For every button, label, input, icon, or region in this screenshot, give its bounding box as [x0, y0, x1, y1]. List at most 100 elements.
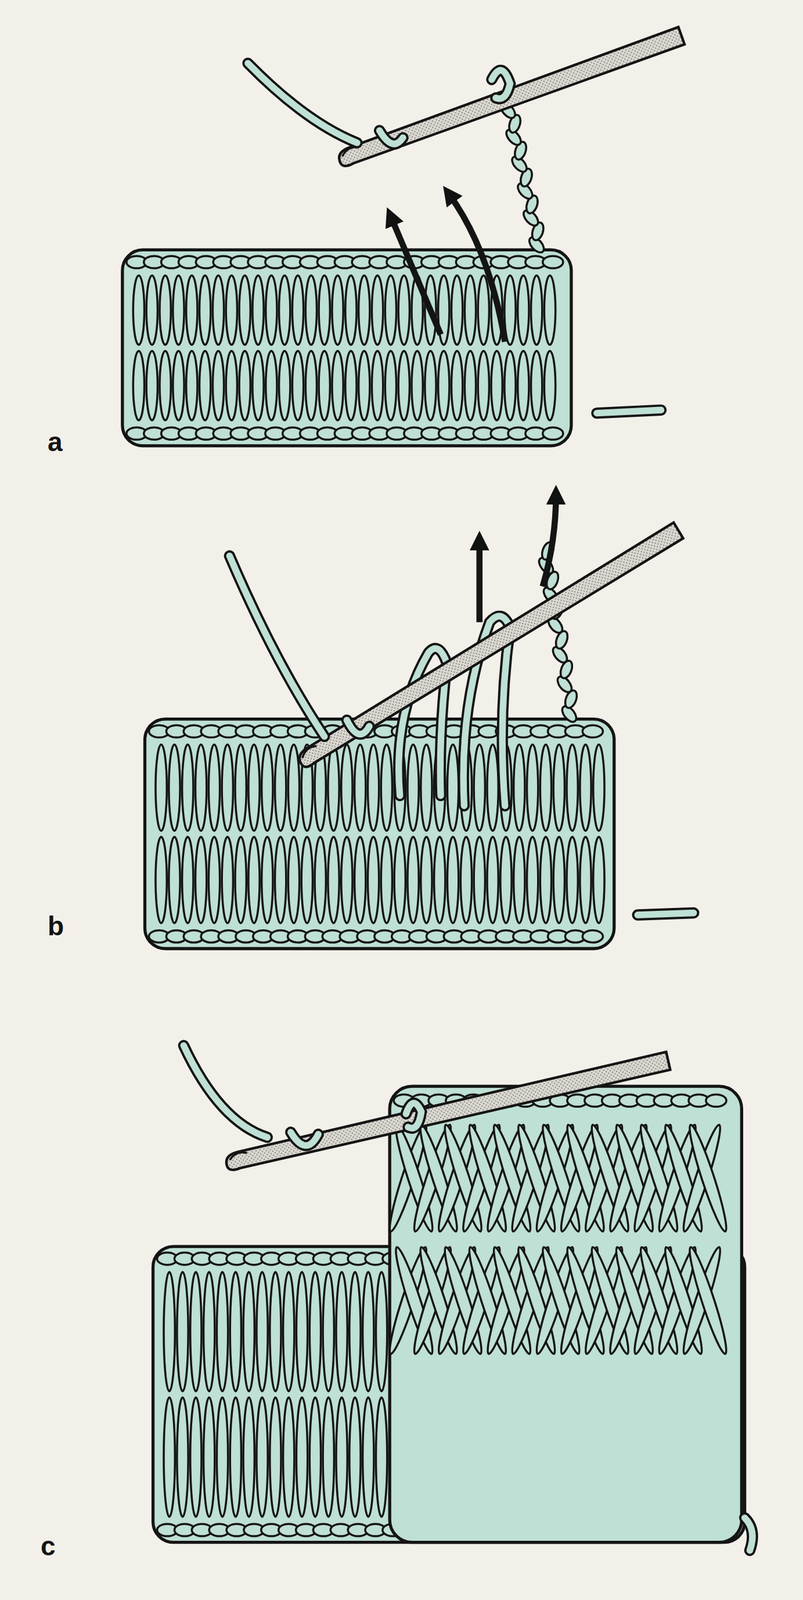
stitch — [460, 837, 472, 924]
panel-letter: a — [47, 428, 63, 456]
stitch — [375, 1397, 387, 1518]
stitch — [292, 350, 304, 420]
stitch — [398, 275, 410, 345]
stitch — [504, 350, 516, 420]
stitch — [354, 837, 366, 924]
loop-on-hook — [405, 1103, 421, 1129]
stitch — [349, 1272, 361, 1392]
stitch — [411, 350, 423, 420]
stitch — [225, 275, 237, 345]
stitch — [451, 350, 463, 420]
yarn-fill — [596, 409, 662, 413]
yarn — [247, 63, 358, 143]
stitch — [203, 1397, 215, 1518]
stitch — [177, 1272, 189, 1392]
yarn-fill — [744, 1517, 753, 1551]
panel-letter: b — [47, 912, 64, 940]
stitch — [354, 744, 366, 831]
direction-arrow — [390, 215, 441, 335]
stitch — [283, 1397, 295, 1518]
yarn-tail — [637, 913, 694, 916]
stitch — [384, 350, 396, 420]
stitch — [336, 1397, 348, 1518]
yarn-fill — [247, 63, 358, 143]
stitch — [256, 1397, 268, 1518]
stitch — [593, 837, 605, 924]
stitch — [451, 275, 463, 345]
stitch — [332, 275, 344, 345]
stitch — [566, 744, 578, 831]
stitch — [252, 275, 264, 345]
stitch — [229, 1272, 241, 1392]
stitch — [447, 744, 459, 831]
stitch — [526, 837, 538, 924]
stitch — [517, 350, 529, 420]
stitch — [256, 1272, 268, 1392]
stitch — [309, 1397, 321, 1518]
yarn-fill — [637, 913, 694, 916]
stitch — [539, 744, 552, 831]
stitch — [203, 1272, 215, 1392]
loop-on-hook — [491, 70, 511, 99]
stitch — [318, 350, 330, 420]
stitch — [447, 837, 459, 924]
stitch — [384, 275, 396, 345]
stitch — [553, 837, 565, 924]
stitch — [473, 837, 485, 924]
stitch — [283, 1272, 295, 1392]
stitch — [243, 1272, 255, 1392]
crochet-hook — [335, 27, 686, 168]
stitch — [380, 837, 392, 924]
stitch — [341, 744, 353, 831]
stitch — [186, 350, 198, 420]
stitch — [371, 350, 383, 420]
stitch — [706, 1094, 727, 1107]
stitch — [593, 744, 605, 831]
yarn-fill — [183, 1045, 268, 1138]
crochet-hook — [294, 522, 684, 770]
stitch — [239, 275, 251, 345]
stitch — [544, 275, 556, 345]
direction-arrow — [476, 540, 484, 623]
stitch — [305, 350, 317, 420]
stitch — [531, 350, 543, 420]
yarn-wrap — [379, 130, 403, 144]
stitch — [292, 275, 304, 345]
stitch — [684, 1122, 732, 1234]
stitch — [582, 930, 603, 943]
stitch — [279, 275, 291, 345]
stitch — [434, 837, 446, 924]
stitch — [235, 744, 247, 831]
stitch — [243, 1397, 255, 1518]
stitch — [235, 837, 247, 924]
stitch — [225, 350, 237, 420]
stitch — [394, 837, 406, 924]
stitch — [362, 1272, 374, 1392]
stitch — [186, 275, 198, 345]
stitch — [155, 744, 167, 831]
stitch — [487, 837, 499, 924]
stitch — [269, 1397, 282, 1518]
stitch — [199, 350, 211, 420]
stitch — [177, 1397, 189, 1518]
stitch — [513, 744, 525, 831]
stitch — [358, 350, 370, 420]
stitch — [265, 275, 277, 345]
stitch — [464, 350, 476, 420]
panel-letter: c — [40, 1532, 56, 1560]
swatch-body — [389, 1086, 742, 1543]
stitch — [279, 350, 291, 420]
stitch — [269, 1272, 282, 1392]
stitch — [345, 350, 357, 420]
stitch — [526, 744, 538, 831]
stitch — [163, 1397, 175, 1518]
stitch — [318, 275, 330, 345]
stitch — [212, 275, 224, 345]
stitch — [371, 275, 383, 345]
stitch — [301, 837, 313, 924]
stitch — [195, 837, 207, 924]
direction-arrow — [448, 193, 506, 342]
stitch — [261, 744, 273, 831]
stitch — [190, 1272, 202, 1392]
